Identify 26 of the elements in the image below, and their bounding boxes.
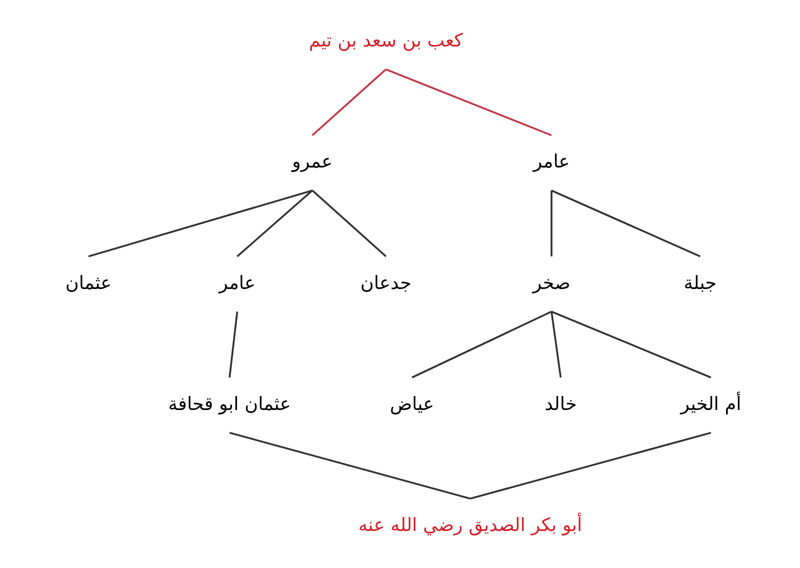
connector <box>550 310 711 378</box>
node-text: جدعان <box>360 272 411 294</box>
connector <box>550 190 552 256</box>
node-text: عامر <box>532 152 570 173</box>
node-text: أم الخير <box>680 394 741 415</box>
node-text: عثمان <box>64 272 112 294</box>
node-text: عياض <box>389 394 434 415</box>
node-text: عثمان ابو قحافة <box>168 394 290 415</box>
node-text: جبلة <box>683 272 716 294</box>
connector <box>311 190 386 258</box>
connector <box>470 432 711 500</box>
connector <box>88 190 312 258</box>
node-text: عمرو <box>292 152 332 173</box>
connector <box>311 68 386 136</box>
connector <box>228 311 238 378</box>
connector <box>228 432 470 500</box>
node-text: خالد <box>544 394 576 415</box>
node-text: عامر <box>218 272 256 294</box>
connector <box>550 190 700 258</box>
node-text: صخر <box>532 272 570 294</box>
connector <box>550 311 562 378</box>
connector <box>236 190 312 258</box>
connector <box>411 310 552 378</box>
node-text: كعب بن سعد بن تيم <box>308 30 462 52</box>
connector <box>385 68 552 136</box>
node-text: أبو بكر الصديق رضي الله عنه <box>358 514 582 536</box>
